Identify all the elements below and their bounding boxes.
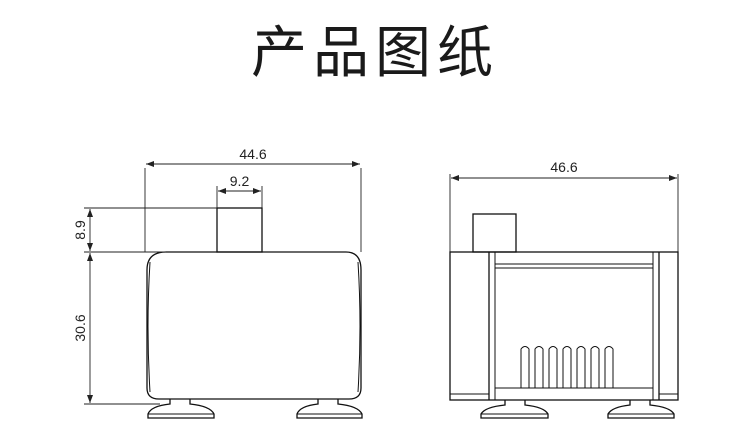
side-width-label: 46.6 <box>550 159 577 175</box>
front-foot-right <box>296 399 363 419</box>
intake-grille <box>520 346 614 388</box>
grille-fin <box>604 346 614 388</box>
front-view: 44.6 9.2 8.9 30.6 <box>72 146 363 419</box>
grille-fin <box>534 346 544 388</box>
outlet-height-label: 8.9 <box>72 220 88 240</box>
body-height-label: 30.6 <box>72 314 88 341</box>
front-width-label: 44.6 <box>239 146 266 162</box>
front-body-inner-right <box>357 261 361 393</box>
side-outlet <box>472 213 517 253</box>
grille-fin <box>562 346 572 388</box>
front-outlet <box>216 207 263 253</box>
grille-fin <box>590 346 600 388</box>
front-body-inner-left <box>147 261 151 393</box>
page-title: 产品图纸 <box>251 21 499 86</box>
side-view: 46.6 <box>449 159 679 419</box>
outlet-width-label: 9.2 <box>230 173 250 189</box>
side-body-outline <box>449 251 679 401</box>
side-foot-right <box>607 400 675 419</box>
front-body-outline <box>146 251 362 400</box>
front-foot-left <box>147 399 215 419</box>
grille-fin <box>576 346 586 388</box>
side-foot-left <box>480 400 549 419</box>
grille-fin <box>548 346 558 388</box>
grille-fin <box>520 346 530 388</box>
